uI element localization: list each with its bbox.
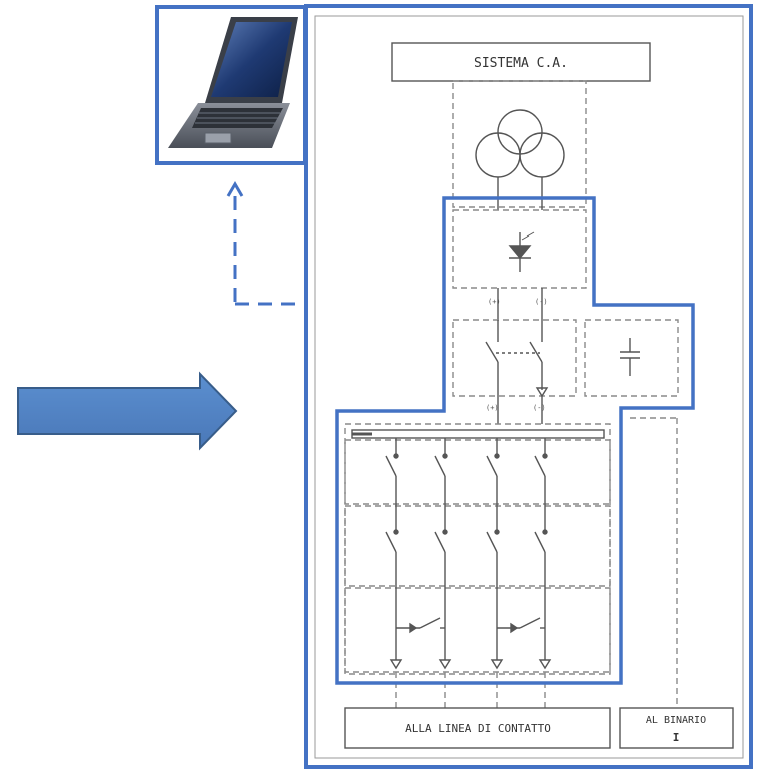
schematic [344, 42, 734, 749]
link-arrowhead-up [226, 181, 244, 197]
contact-line-box [344, 707, 611, 749]
polarity-label: (+) [486, 404, 499, 412]
polarity-label: (-) [533, 404, 546, 412]
right-arrow-icon [17, 371, 238, 451]
feeder-breaker-icons [385, 438, 548, 530]
ac-system-label: SISTEMA C.A. [474, 56, 568, 71]
ac-system-box [391, 42, 651, 82]
contact-line-label: ALLA LINEA DI CONTATTO [405, 722, 551, 735]
rail-box [619, 707, 734, 749]
feeder-terminal-icons [389, 659, 552, 670]
bypass-switch-icons [396, 617, 545, 634]
disconnector-switch-icon [485, 320, 549, 398]
dc-switch-group [452, 319, 577, 397]
polarity-label: (+) [488, 298, 501, 306]
feeder-disconnector-icons [385, 529, 548, 660]
rail-label: AL BINARIO [646, 715, 706, 726]
capacitor-icon [620, 338, 640, 376]
dc-busbar [351, 429, 605, 439]
laptop-icon [168, 17, 298, 148]
rectifier-group [452, 209, 587, 289]
rail-symbol: I [673, 731, 680, 744]
transformer-group [452, 80, 587, 208]
rectifier-diode-icon [508, 231, 535, 272]
substation-frame [304, 4, 753, 769]
capacitor-group [584, 319, 679, 397]
laptop-panel[interactable] [155, 5, 307, 165]
polarity-label: (-) [535, 298, 548, 306]
highlight-outline [335, 196, 695, 685]
feeder-section [344, 423, 611, 675]
drawing-border [314, 15, 744, 759]
